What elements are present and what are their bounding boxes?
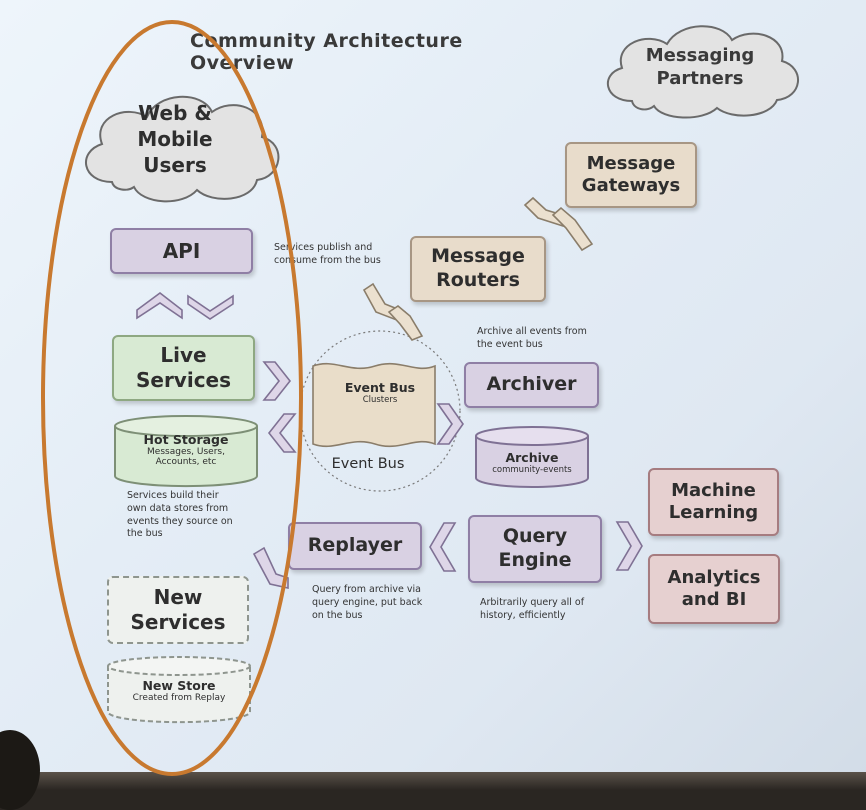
cloud-line: Mobile <box>137 127 213 151</box>
box-line: Live <box>160 343 207 367</box>
cyl-title: Archive <box>505 450 559 465</box>
box-line: Message <box>431 245 525 268</box>
live-services-box: Live Services <box>112 335 255 401</box>
cloud-line: Partners <box>656 68 744 89</box>
cloud-line: Messaging <box>645 45 755 66</box>
arbitrarily-query-note: Arbitrarily query all of history, effici… <box>480 597 620 623</box>
cloud-line: Users <box>143 153 207 177</box>
web-mobile-users-cloud <box>85 95 280 203</box>
new-store-label: New Store Created from Replay <box>106 678 252 703</box>
chevron-down-left-icon <box>551 206 594 252</box>
message-routers-box: Message Routers <box>410 236 546 302</box>
note-line: consume from the bus <box>274 254 381 266</box>
cloud-line: Web & <box>138 101 212 125</box>
note-line: Services build their <box>127 490 219 501</box>
connector-chevrons <box>136 196 643 589</box>
note-line: on the bus <box>312 609 363 621</box>
box-line: Engine <box>498 549 572 571</box>
cyl-title: Hot Storage <box>143 432 229 447</box>
replayer-box: Replayer <box>288 522 422 570</box>
analytics-bi-box: Analytics and BI <box>648 554 780 624</box>
note-line: history, efficiently <box>480 609 566 621</box>
cyl-sub: community-events <box>492 465 572 475</box>
note-line: Services publish and <box>274 242 373 253</box>
query-engine-box: Query Engine <box>468 515 602 583</box>
cyl-title: New Store <box>142 678 216 693</box>
message-gateways-box: Message Gateways <box>565 142 697 208</box>
note-line: query engine, put back <box>312 596 423 608</box>
chevron-left-icon <box>429 522 457 572</box>
box-line: and BI <box>681 589 747 610</box>
box-line: Message <box>586 152 676 174</box>
box-line: Learning <box>668 502 759 523</box>
chevron-left-icon <box>267 413 297 453</box>
new-services-box: New Services <box>107 576 249 644</box>
chevron-right-icon <box>262 361 292 401</box>
services-build-note: Services build their own data stores fro… <box>127 490 267 541</box>
publish-note: Services publish and consume from the bu… <box>274 242 414 268</box>
box-line: Machine <box>671 479 756 501</box>
machine-learning-box: Machine Learning <box>648 468 779 536</box>
box-line: Replayer <box>307 534 403 557</box>
api-box: API <box>110 228 253 274</box>
box-line: Query <box>502 525 568 548</box>
note-line: Archive all events from <box>477 326 587 337</box>
messaging-partners-cloud <box>606 25 800 119</box>
query-from-archive-note: Query from archive via query engine, put… <box>312 584 452 622</box>
chevron-right-icon <box>615 521 643 571</box>
box-line: New <box>153 585 203 609</box>
screen-bezel <box>0 772 866 790</box>
archive-all-note: Archive all events from the event bus <box>477 326 617 352</box>
page-title: Community Architecture Overview <box>190 30 463 74</box>
hot-storage-cylinder <box>114 415 258 488</box>
archiver-box: Archiver <box>464 362 599 408</box>
cyl-sub: Messages, Users, <box>147 447 225 457</box>
event-bus-clusters-label: Event Bus Clusters <box>313 380 447 405</box>
box-line: Archiver <box>486 373 577 396</box>
note-line: the bus <box>127 528 163 540</box>
cyl-sub: Created from Replay <box>132 693 226 703</box>
box-line: Services <box>130 610 226 634</box>
doc-sub: Clusters <box>362 395 398 405</box>
hot-storage-label: Hot Storage Messages, Users, Accounts, e… <box>113 432 259 467</box>
archive-cylinder <box>475 426 589 488</box>
messaging-partners-label: Messaging Partners <box>625 44 775 90</box>
box-line: Gateways <box>581 175 681 196</box>
note-line: events they source on <box>127 515 233 527</box>
chevron-down-left-icon <box>252 546 289 589</box>
chevron-down-icon <box>187 294 234 320</box>
chevron-up-right-icon <box>387 305 424 341</box>
note-line: Query from archive via <box>312 584 421 595</box>
chevron-right-icon <box>436 403 464 445</box>
note-line: Arbitrarily query all of <box>480 597 585 608</box>
cyl-sub: Accounts, etc <box>155 457 217 467</box>
box-line: Routers <box>436 269 520 291</box>
note-line: own data stores from <box>127 502 229 514</box>
box-line: API <box>162 238 201 263</box>
new-store-cylinder <box>107 656 251 724</box>
doc-title: Event Bus <box>344 380 416 395</box>
box-line: Services <box>135 368 232 392</box>
box-line: Analytics <box>667 566 761 588</box>
chevron-up-icon <box>136 291 183 320</box>
highlight-ellipse <box>41 20 303 776</box>
note-line: the event bus <box>477 338 543 350</box>
web-mobile-users-label: Web & Mobile Users <box>100 100 250 178</box>
event-bus-caption: Event Bus <box>331 456 405 472</box>
archive-label: Archive community-events <box>474 450 590 475</box>
